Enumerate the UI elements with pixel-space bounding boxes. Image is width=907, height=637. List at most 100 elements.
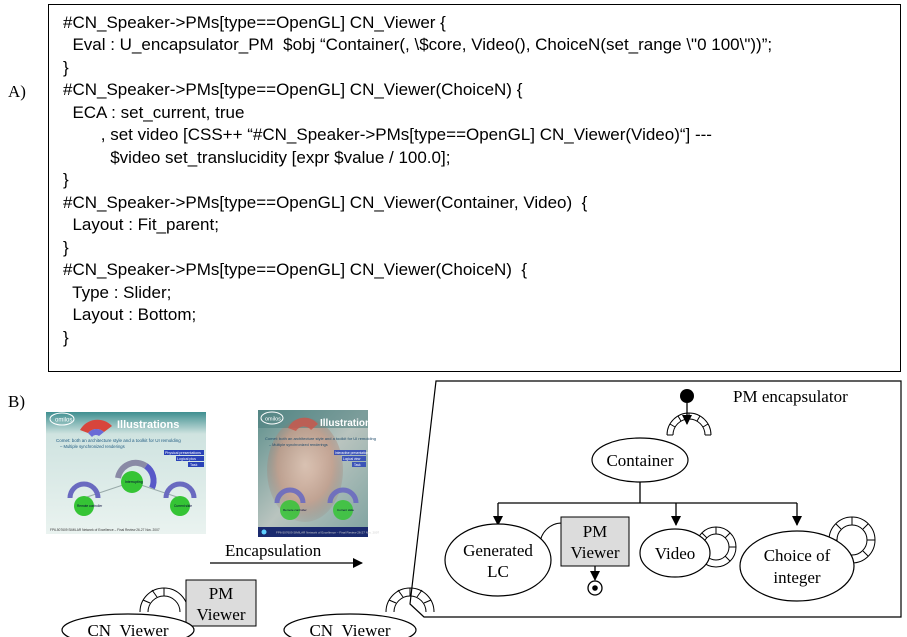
- choice-node: Choice of integer: [739, 516, 876, 602]
- generated-lc-label-line1: Generated: [463, 541, 533, 560]
- ring-icon: [115, 459, 148, 479]
- ring-icon: [274, 487, 306, 504]
- tag-box: [334, 450, 366, 455]
- graph-node-label: Current slide: [174, 504, 192, 508]
- slide-subtitle: Comet: both an architecture style and a …: [265, 436, 376, 441]
- facet-segments-icon: [667, 413, 711, 436]
- graph-node-label: Interrupting: [125, 480, 143, 484]
- tag-box: [176, 456, 204, 461]
- speaker-video-icon: [267, 418, 343, 522]
- code-line: #CN_Speaker->PMs[type==OpenGL] CN_Viewer…: [63, 260, 528, 279]
- logo-mark: [49, 412, 75, 426]
- part-b-label: B): [8, 392, 25, 411]
- pm-viewer-label-line1: PM: [209, 584, 234, 603]
- facet-icon: [147, 595, 181, 613]
- cn-viewer-right-ellipse: [283, 613, 417, 637]
- pm-encapsulator-label: PM encapsulator: [733, 387, 848, 406]
- slide-footer: FP6-507609 SIMILAR Network of Excellence…: [50, 528, 160, 532]
- ring-icon: [327, 487, 359, 504]
- cn-viewer-left-ellipse: [61, 613, 195, 637]
- choice-label-line1: Choice of: [764, 546, 831, 565]
- tag-box: [188, 462, 204, 467]
- entry-dot-icon: [680, 389, 694, 403]
- graph-node: [280, 500, 300, 520]
- thumbnail-left: omilos Illustrations Comet: both an arch…: [46, 412, 206, 534]
- pm-viewer-box-inner: [560, 516, 630, 567]
- ring-icon: [144, 463, 157, 490]
- video-ellipse: [639, 528, 711, 578]
- pm-viewer-label-line1: PM: [583, 522, 608, 541]
- facet-segments-icon: [701, 527, 736, 562]
- pm-viewer-box-left: [185, 579, 257, 627]
- tag-text: Interactive presentations: [335, 451, 370, 455]
- video-label: Video: [655, 544, 696, 563]
- fan-icon: [288, 417, 318, 431]
- container-label: Container: [606, 451, 673, 470]
- choice-label-line2: integer: [773, 568, 821, 587]
- graph-node: [170, 496, 190, 516]
- code-line: , set video [CSS++ “#CN_Speaker->PMs[typ…: [63, 125, 712, 144]
- graph-node: [74, 496, 94, 516]
- logo-mark: [260, 411, 284, 425]
- code-line: Type : Slider;: [63, 283, 172, 302]
- video-control-bar: [258, 527, 368, 537]
- slide-footer: FP6-507609 SIMILAR Network of Excellence…: [276, 531, 379, 535]
- encapsulation-label: Encapsulation: [225, 541, 322, 560]
- graph-node-label: Remote controller: [283, 508, 307, 512]
- cn-viewer-left: PM Viewer CN_Viewer: [61, 579, 257, 637]
- tag-box: [352, 462, 366, 467]
- slide-title: Illustrations: [320, 418, 377, 429]
- graph-node: [333, 500, 353, 520]
- slide-header-band: [258, 410, 368, 428]
- tag-text: Logical plus: [177, 457, 196, 461]
- generated-lc-node: Generated LC: [444, 522, 585, 597]
- code-line: #CN_Speaker->PMs[type==OpenGL] CN_Viewer…: [63, 193, 588, 212]
- code-line: }: [63, 58, 69, 77]
- generated-lc-ellipse: [444, 523, 552, 597]
- choice-ellipse: [739, 530, 855, 602]
- css-code-box: #CN_Speaker->PMs[type==OpenGL] CN_Viewer…: [48, 4, 901, 372]
- tag-box: [342, 456, 366, 461]
- code-line: $video set_translucidity [expr $value / …: [63, 148, 451, 167]
- ring-icon: [67, 481, 101, 499]
- code-line: Eval : U_encapsulator_PM $obj “Container…: [63, 35, 773, 54]
- code-line: #CN_Speaker->PMs[type==OpenGL] CN_Viewer…: [63, 80, 523, 99]
- thumbnail-right: omilos Illustrations Comet: both an arch…: [258, 410, 379, 537]
- play-icon: [261, 529, 267, 535]
- slide-subtitle: Comet: both an architecture style and a …: [56, 438, 181, 443]
- generated-lc-label-line2: LC: [487, 562, 509, 581]
- facet-segments-icon: [142, 588, 165, 604]
- tag-box: [164, 450, 204, 455]
- tag-text: Logical view: [343, 457, 361, 461]
- pm-viewer-label-line2: Viewer: [570, 543, 619, 562]
- code-line: }: [63, 238, 69, 257]
- tag-text: Physical presentations: [165, 451, 201, 455]
- code-line: Layout : Fit_parent;: [63, 215, 219, 234]
- tag-text: Task: [190, 463, 198, 467]
- slide-bullet: – Multiple synchronized renderings: [269, 443, 328, 447]
- video-node: Video: [639, 526, 737, 578]
- code-line: Layout : Bottom;: [63, 305, 197, 324]
- slide-bullet: – Multiple synchronized renderings: [60, 444, 125, 449]
- pm-viewer-label-line2: Viewer: [196, 605, 245, 624]
- code-line: }: [63, 328, 69, 347]
- code-line: ECA : set_current, true: [63, 103, 245, 122]
- logo-text: omilos: [55, 418, 72, 424]
- ring-icon: [163, 481, 197, 499]
- cn-viewer-left-label: CN_Viewer: [87, 621, 168, 637]
- code-line: #CN_Speaker->PMs[type==OpenGL] CN_Viewer…: [63, 13, 446, 32]
- cn-viewer-right: CN_Viewer: [283, 587, 435, 637]
- part-a-label: A): [8, 82, 26, 101]
- graph-node-label: Remote controller: [77, 504, 103, 508]
- tag-text: Task: [354, 463, 361, 467]
- output-port-dot-icon: [592, 585, 598, 591]
- code-line: }: [63, 170, 69, 189]
- facet-segments-icon: [388, 588, 432, 604]
- container-node: Container: [591, 412, 712, 483]
- fan-inner-icon: [88, 429, 104, 437]
- graph-node-label: Current slide: [337, 508, 354, 512]
- slide-title: Illustrations: [117, 419, 179, 431]
- cn-viewer-right-label: CN_Viewer: [309, 621, 390, 637]
- logo-text: omilos: [265, 417, 281, 423]
